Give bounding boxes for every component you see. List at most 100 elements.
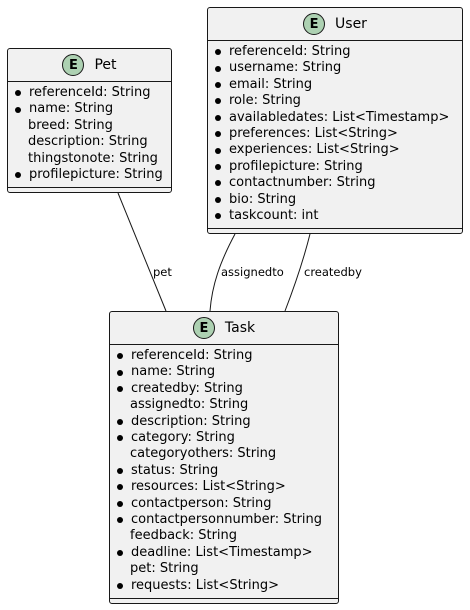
field-text: thingstonote: String (28, 150, 158, 166)
required-bullet-icon (215, 65, 221, 72)
bullet-spacer (116, 451, 124, 459)
required-bullet-icon (215, 131, 221, 138)
required-bullet-icon (117, 550, 123, 557)
field-text: profilepicture: String (29, 167, 163, 183)
field-text: availabledates: List<Timestamp> (229, 109, 450, 125)
field-text: referenceId: String (29, 85, 151, 100)
entity-field: contactperson: String (116, 496, 338, 512)
required-bullet-icon (117, 500, 123, 507)
entity-field: createdby: String (116, 381, 338, 397)
field-text: username: String (229, 60, 342, 76)
field-text: name: String (131, 364, 216, 380)
entity-icon: E (192, 317, 215, 339)
entity-field: profilepicture: String (14, 167, 171, 183)
field-text: bio: String (229, 191, 297, 207)
field-text: description: String (131, 413, 251, 429)
entity-title: User (335, 16, 367, 32)
entity-field: status: String (116, 463, 338, 479)
required-bullet-icon (117, 418, 123, 425)
entity-field: categoryothers: String (116, 446, 338, 462)
required-bullet-icon (215, 82, 221, 89)
field-text: contactperson: String (131, 495, 272, 511)
entity-field: category: String (116, 430, 338, 446)
field-text: feedback: String (130, 528, 238, 544)
required-bullet-icon (117, 369, 123, 376)
required-bullet-icon (117, 468, 123, 475)
field-text: profilepicture: String (229, 158, 363, 174)
entity-field: pet: String (116, 561, 338, 577)
field-text: taskcount: int (229, 208, 319, 224)
entity-field: description: String (116, 414, 338, 430)
entity-field: contactpersonnumber: String (116, 512, 338, 528)
entity-footer (110, 598, 338, 606)
required-bullet-icon (215, 98, 221, 105)
bullet-spacer (116, 533, 124, 541)
field-text: createdby: String (131, 380, 243, 396)
field-text: email: String (229, 76, 313, 92)
entity-field: assignedto: String (116, 397, 338, 413)
bullet-spacer (14, 122, 22, 130)
entity-header: E Pet (8, 49, 171, 82)
required-bullet-icon (117, 435, 123, 442)
required-bullet-icon (215, 213, 221, 220)
required-bullet-icon (215, 196, 221, 203)
bullet-spacer (116, 401, 124, 409)
field-text: pet: String (130, 561, 199, 577)
entity-title: Task (224, 320, 256, 336)
required-bullet-icon (15, 106, 21, 113)
required-bullet-icon (15, 172, 21, 179)
entity-header: E Task (110, 312, 338, 345)
entity-header: E User (208, 8, 462, 41)
entity-field: requests: List<String> (116, 578, 338, 594)
field-text: name: String (29, 101, 114, 117)
field-text: preferences: List<String> (229, 126, 398, 142)
entity-field: deadline: List<Timestamp> (116, 545, 338, 561)
required-bullet-icon (215, 114, 221, 121)
required-bullet-icon (117, 353, 123, 360)
field-text: category: String (131, 430, 235, 446)
field-text: contactpersonnumber: String (131, 512, 323, 528)
entity-field: referenceId: String (116, 348, 338, 364)
bullet-spacer (14, 138, 22, 146)
required-bullet-icon (15, 90, 21, 97)
entity-field: bio: String (214, 192, 462, 208)
relation-line-pet (117, 192, 167, 312)
field-text: categoryothers: String (130, 446, 277, 462)
field-text: referenceId: String (229, 44, 351, 59)
entity-icon: E (62, 54, 85, 76)
required-bullet-icon (117, 484, 123, 491)
entity-field: referenceId: String (214, 44, 462, 60)
bullet-spacer (116, 565, 124, 573)
entity-field: role: String (214, 93, 462, 109)
bullet-spacer (14, 155, 22, 163)
relation-line-createdby (284, 233, 311, 312)
entity-field: profilepicture: String (214, 159, 462, 175)
entity-field: contactnumber: String (214, 175, 462, 191)
field-text: experiences: List<String> (229, 142, 400, 158)
required-bullet-icon (215, 49, 221, 56)
entity-field: feedback: String (116, 528, 338, 544)
entity-footer (8, 187, 171, 195)
entity-field: resources: List<String> (116, 479, 338, 495)
entity-field: thingstonote: String (14, 151, 171, 167)
entity-footer (208, 228, 462, 236)
field-text: breed: String (28, 117, 113, 133)
entity-field: preferences: List<String> (214, 126, 462, 142)
entity-field: availabledates: List<Timestamp> (214, 110, 462, 126)
entity-title: Pet (94, 57, 117, 73)
field-text: deadline: List<Timestamp> (131, 544, 313, 560)
field-text: resources: List<String> (131, 479, 286, 495)
field-text: description: String (28, 134, 148, 150)
entity-field: name: String (116, 364, 338, 380)
entity-field: experiences: List<String> (214, 142, 462, 158)
relation-line-assignedto (209, 233, 236, 312)
required-bullet-icon (117, 386, 123, 393)
